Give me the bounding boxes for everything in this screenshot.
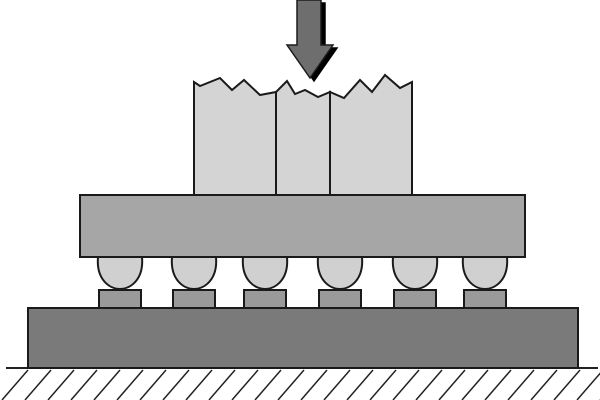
hatch-line	[553, 369, 581, 400]
hatch-line	[185, 369, 213, 400]
substrate	[27, 307, 579, 369]
hatch-line	[461, 369, 489, 400]
hatch-line	[208, 369, 236, 400]
solder-bump	[391, 256, 439, 291]
solder-bump	[96, 256, 144, 291]
solder-bump	[241, 256, 289, 291]
die-block	[329, 73, 413, 196]
down-arrow-load-icon	[285, 0, 335, 80]
solder-bump	[461, 256, 509, 291]
hatch-line	[254, 369, 282, 400]
solder-bumps	[96, 256, 509, 309]
hatch-line	[162, 369, 190, 400]
bond-pad	[393, 289, 437, 309]
bond-pad	[243, 289, 287, 309]
hatch-line	[70, 369, 98, 400]
solder-bump	[316, 256, 364, 291]
hatch-line	[1, 369, 29, 400]
ground-hatch	[1, 369, 600, 400]
hatch-line	[323, 369, 351, 400]
hatch-line	[369, 369, 397, 400]
hatch-line	[277, 369, 305, 400]
die-block	[193, 76, 277, 196]
bond-pad	[463, 289, 507, 309]
hatch-line	[346, 369, 374, 400]
die-block	[275, 79, 331, 196]
hatch-line	[47, 369, 75, 400]
hatch-line	[300, 369, 328, 400]
solder-bump	[170, 256, 218, 291]
hatch-line	[392, 369, 420, 400]
hatch-line	[484, 369, 512, 400]
chip-plate	[79, 194, 526, 258]
hatch-line	[530, 369, 558, 400]
hatch-line	[576, 372, 600, 400]
hatch-line	[93, 369, 121, 400]
hatch-line	[507, 369, 535, 400]
hatch-line	[139, 369, 167, 400]
bond-pad	[318, 289, 362, 309]
bond-pad	[98, 289, 142, 309]
bond-pad	[172, 289, 216, 309]
hatch-line	[24, 369, 52, 400]
hatch-line	[415, 369, 443, 400]
hatch-line	[438, 369, 466, 400]
hatch-line	[231, 369, 259, 400]
hatch-line	[116, 369, 144, 400]
